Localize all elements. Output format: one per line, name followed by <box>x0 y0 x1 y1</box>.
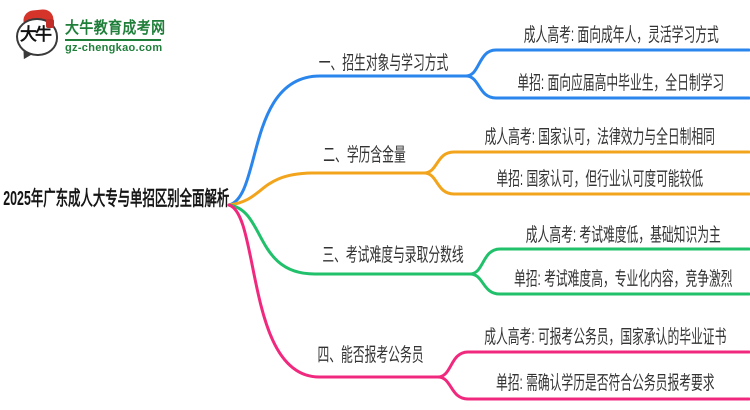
branch3-child2-line <box>468 272 750 296</box>
branch-node-1[interactable]: 一、招生对象与学习方式 <box>300 52 466 74</box>
central-topic-label: 2025年广东成人大专与单招区别全面解析 <box>3 188 229 210</box>
logo-divider <box>65 39 161 41</box>
leaf-label-3-1: 成人高考: 考试难度低，基础知识为主 <box>525 225 721 246</box>
branch-label-1: 一、招生对象与学习方式 <box>318 53 448 74</box>
site-name: 大牛教育成考网 <box>65 20 166 37</box>
leaf-label-4-1: 成人高考: 可报考公务员，国家承认的毕业证书 <box>483 327 727 348</box>
branch-node-2[interactable]: 二、学历含金量 <box>295 144 435 166</box>
site-logo[interactable]: 大牛 大牛教育成考网 gz-chengkao.com <box>14 8 181 62</box>
branch3-trunk-line <box>227 203 472 276</box>
leaf-node-3-1[interactable]: 成人高考: 考试难度低，基础知识为主 <box>498 224 748 246</box>
branch-label-3: 三、考试难度与录取分数线 <box>322 245 464 266</box>
logo-glyph-text: 大牛 <box>20 25 52 44</box>
leaf-node-4-1[interactable]: 成人高考: 可报考公务员，国家承认的毕业证书 <box>462 326 748 348</box>
logo-speech-bubble <box>16 18 58 56</box>
leaf-label-2-1: 成人高考: 国家认可，法律效力与全日制相同 <box>484 127 716 148</box>
leaf-label-3-2: 单招: 考试难度高，专业化内容，竞争激烈 <box>513 269 733 290</box>
branch-label-2: 二、学历含金量 <box>323 145 407 166</box>
branch2-trunk-line <box>227 171 426 207</box>
leaf-label-1-1: 成人高考: 面向成年人，灵活学习方式 <box>523 25 719 46</box>
leaf-node-2-2[interactable]: 单招: 国家认可，但行业认可度可能较低 <box>452 168 748 190</box>
leaf-node-2-1[interactable]: 成人高考: 国家认可，法律效力与全日制相同 <box>452 126 748 148</box>
branch4-child2-line <box>436 375 750 401</box>
leaf-node-1-2[interactable]: 单招: 面向应届高中毕业生，全日制学习 <box>494 72 748 94</box>
branch-node-4[interactable]: 四、能否报考公务员 <box>295 344 445 366</box>
leaf-label-2-2: 单招: 国家认可，但行业认可度可能较低 <box>496 169 704 190</box>
bull-bubble-logo-icon: 大牛 <box>14 8 60 62</box>
logo-text-block: 大牛教育成考网 gz-chengkao.com <box>65 8 181 54</box>
branch-node-3[interactable]: 三、考试难度与录取分数线 <box>302 244 484 266</box>
leaf-node-4-2[interactable]: 单招: 需确认学历是否符合公务员报考要求 <box>462 372 748 394</box>
leaf-label-4-2: 单招: 需确认学历是否符合公务员报考要求 <box>495 373 715 394</box>
logo-red-seal <box>46 19 54 28</box>
site-url: gz-chengkao.com <box>65 42 163 54</box>
leaf-node-1-1[interactable]: 成人高考: 面向成年人，灵活学习方式 <box>494 24 748 46</box>
branch1-child2-line <box>464 74 750 100</box>
central-topic-node[interactable]: 2025年广东成人大专与单招区别全面解析 <box>2 188 230 210</box>
leaf-node-3-2[interactable]: 单招: 考试难度高，专业化内容，竞争激烈 <box>498 268 748 290</box>
branch1-trunk-line <box>227 74 468 207</box>
leaf-label-1-2: 单招: 面向应届高中毕业生，全日制学习 <box>517 73 725 94</box>
branch4-trunk-line <box>227 203 440 379</box>
branch-label-4: 四、能否报考公务员 <box>316 345 424 366</box>
branch2-child2-line <box>422 171 750 196</box>
